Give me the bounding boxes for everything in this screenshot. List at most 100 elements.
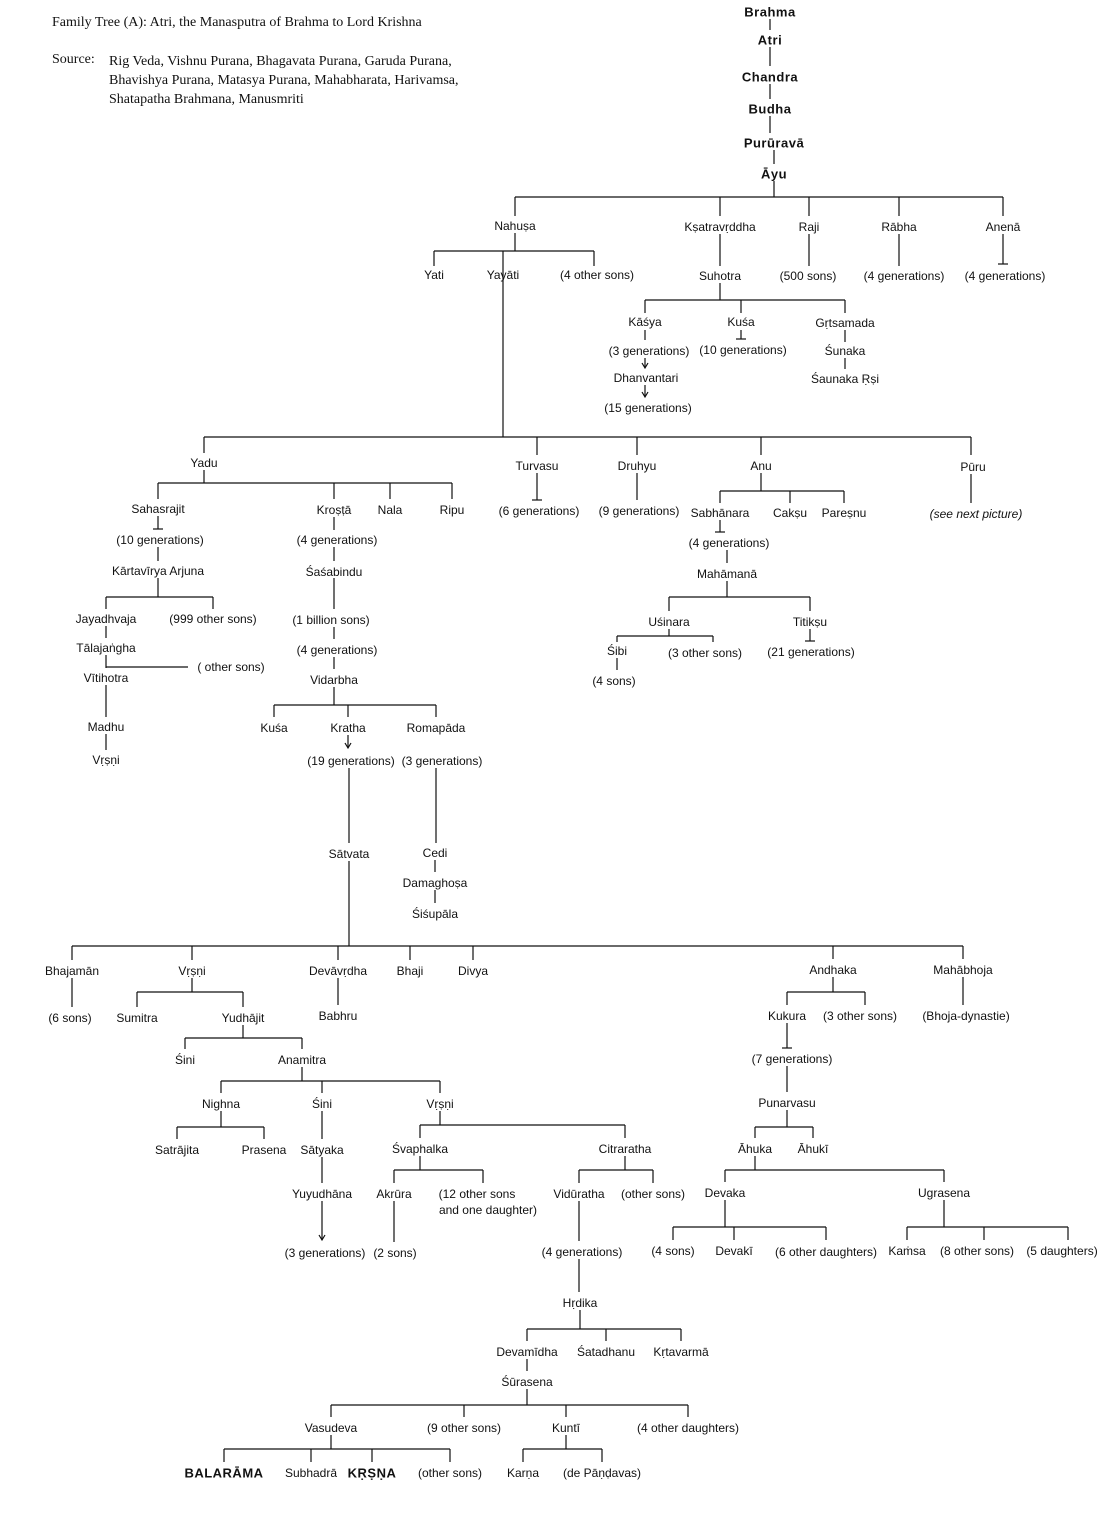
person-node-druhyu_9g: (9 generations) (599, 504, 680, 518)
person-node-yayati: Yayāti (487, 268, 519, 282)
person-node-yuyudhana: Yuyudhāna (292, 1187, 352, 1201)
person-node-sasa_billion: (1 billion sons) (292, 613, 369, 627)
person-node-krosta: Kroṣṭā (317, 503, 352, 517)
descent-arrowhead (641, 362, 649, 370)
person-node-svaphalka: Śvaphalka (392, 1141, 448, 1156)
person-node-nala: Nala (378, 503, 403, 517)
person-node-svaph_12b: and one daughter) (439, 1203, 537, 1217)
person-node-sasabindu: Śaśabindu (306, 564, 363, 579)
person-node-raji: Raji (799, 220, 820, 234)
person-node-cedi: Cedi (423, 846, 448, 860)
person-node-mahamana: Mahāmanā (697, 567, 757, 581)
person-node-titi_21g: (21 generations) (767, 645, 854, 659)
person-node-anena_4g: (4 generations) (965, 269, 1046, 283)
person-node-jayadhvaja: Jayadhvaja (76, 612, 137, 626)
person-node-raji_500: (500 sons) (780, 269, 837, 283)
person-node-krtavarma: Kṛtavarmā (653, 1345, 709, 1359)
person-node-damaghosa: Damaghoṣa (403, 876, 468, 890)
person-node-yudhajit: Yudhājit (222, 1011, 265, 1025)
person-node-kusa2: Kuśa (260, 721, 288, 735)
person-node-tala_other: ( other sons) (197, 660, 264, 674)
tree-edges (71, 19, 1069, 1462)
person-node-puru_next: (see next picture) (930, 507, 1023, 521)
person-node-kasya: Kāśya (628, 315, 662, 329)
person-node-vasudeva: Vasudeva (305, 1421, 358, 1435)
person-node-nighna: Nighna (202, 1097, 240, 1111)
person-node-sahasrajit: Sahasrajit (131, 502, 185, 516)
person-node-akrura: Akrūra (376, 1187, 412, 1201)
person-node-madhu: Madhu (88, 720, 125, 734)
person-node-devamidha: Devamīdha (496, 1345, 558, 1359)
person-node-atri: Atri (758, 33, 782, 48)
person-node-sini1: Śini (175, 1052, 195, 1067)
person-node-bhajaman: Bhajamān (45, 964, 99, 978)
person-node-balarama: BALARĀMA (184, 1466, 263, 1481)
person-node-ripu: Ripu (440, 503, 465, 517)
person-node-roma_3g: (3 generations) (402, 754, 483, 768)
person-node-turvasu_6g: (6 generations) (499, 504, 580, 518)
person-node-prasena: Prasena (242, 1143, 287, 1157)
descent-arrowhead (641, 391, 649, 399)
descent-arrowhead (344, 742, 352, 750)
person-node-kusa1: Kuśa (727, 315, 755, 329)
person-node-kratha: Kratha (330, 721, 366, 735)
person-node-devaka: Devaka (705, 1186, 746, 1200)
person-node-suhotra: Suhotra (699, 269, 741, 283)
diagram-title: Family Tree (A): Atri, the Manasputra of… (52, 15, 422, 30)
person-node-satrajita: Satrājita (155, 1143, 199, 1157)
person-node-yuyu_3g: (3 generations) (285, 1246, 366, 1260)
person-node-dhan_15g: (15 generations) (604, 401, 691, 415)
person-node-saunaka: Śaunaka Ṛṣi (811, 371, 879, 386)
person-node-sabh_4g: (4 generations) (689, 536, 770, 550)
source-line: Shatapatha Brahmana, Manusmriti (109, 92, 304, 107)
person-node-anu: Anu (750, 459, 771, 473)
person-node-mahabhoja: Mahābhoja (933, 963, 993, 977)
person-node-grtsamada: Gṛtsamada (815, 316, 875, 330)
person-node-sabhanara: Sabhānara (691, 506, 750, 520)
person-node-sisupala: Śiśupāla (412, 906, 458, 921)
person-node-dhanvantari: Dhanvantari (614, 371, 679, 385)
person-node-anamitra: Anamitra (278, 1053, 326, 1067)
source-line: Bhavishya Purana, Matasya Purana, Mahabh… (109, 73, 459, 88)
person-node-citra_other: (other sons) (621, 1187, 685, 1201)
person-node-rabha: Rābha (881, 220, 917, 234)
person-node-nah_other: (4 other sons) (560, 268, 634, 282)
person-node-satvata: Sātvata (329, 847, 370, 861)
person-node-anena: Anenā (986, 220, 1021, 234)
person-node-devaka_4sons: (4 sons) (651, 1244, 694, 1258)
person-node-rabha_4g: (4 generations) (864, 269, 945, 283)
source-line: Rig Veda, Vishnu Purana, Bhagavata Puran… (109, 54, 452, 69)
person-node-sini2: Śini (312, 1096, 332, 1111)
person-node-satadhanu: Śatadhanu (577, 1344, 635, 1359)
person-node-yati: Yati (424, 268, 444, 282)
person-node-citraratha: Citraratha (599, 1142, 652, 1156)
person-node-karna: Karṇa (507, 1466, 539, 1480)
person-node-sura_4d: (4 other daughters) (637, 1421, 739, 1435)
person-node-sibi_4sons: (4 sons) (592, 674, 635, 688)
person-node-sura_9other: (9 other sons) (427, 1421, 501, 1435)
person-node-vidu_4g: (4 generations) (542, 1245, 623, 1259)
person-node-kasya_3g: (3 generations) (609, 344, 690, 358)
person-node-kamsa: Kaṁsa (888, 1244, 926, 1258)
person-node-kusa1_10g: (10 generations) (699, 343, 786, 357)
person-node-yadu: Yadu (190, 456, 217, 470)
person-node-ahuki: Āhukī (798, 1142, 829, 1156)
person-node-krsna: KṚṢṆA (348, 1466, 397, 1481)
person-node-ugra_8other: (8 other sons) (940, 1244, 1014, 1258)
person-node-vrsni3: Vṛṣṇi (426, 1097, 453, 1111)
person-node-caksu: Cakṣu (773, 506, 807, 520)
person-node-druhyu: Druhyu (618, 459, 657, 473)
person-node-kunti: Kuntī (552, 1421, 581, 1435)
person-node-kratha_19g: (19 generations) (307, 754, 394, 768)
person-node-vrsni1: Vṛṣṇi (92, 753, 119, 767)
source-list: Rig Veda, Vishnu Purana, Bhagavata Puran… (109, 52, 459, 109)
person-node-bhaj_6sons: (6 sons) (48, 1011, 91, 1025)
person-node-kart_999: (999 other sons) (169, 612, 256, 626)
person-node-sibi: Śibi (607, 643, 627, 658)
person-node-ayu: Āyu (761, 167, 787, 182)
person-node-ksatravrddha: Kṣatravṛddha (684, 220, 756, 234)
person-node-bhaji: Bhaji (397, 964, 424, 978)
person-node-usi_3other: (3 other sons) (668, 646, 742, 660)
person-node-ugrasena: Ugrasena (918, 1186, 970, 1200)
person-node-andh_3other: (3 other sons) (823, 1009, 897, 1023)
